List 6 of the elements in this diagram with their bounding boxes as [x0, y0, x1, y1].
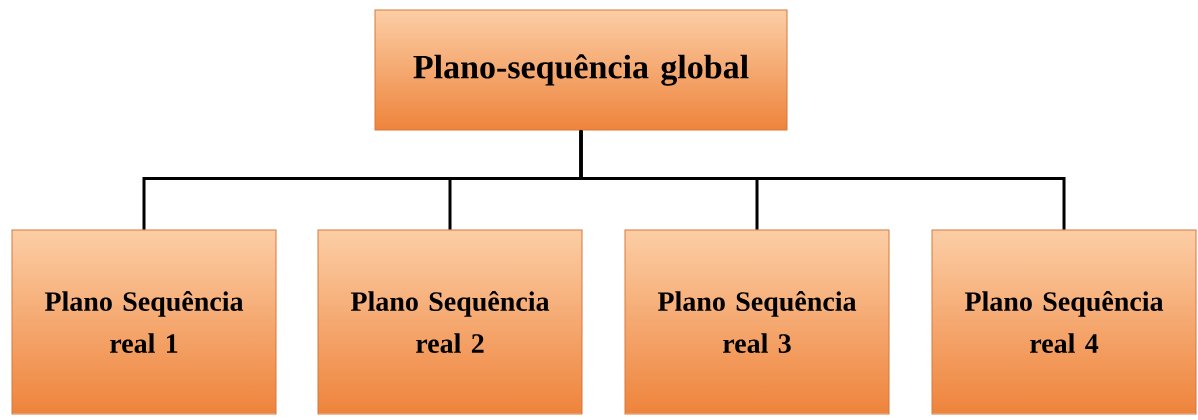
process-box: Plano Sequência real 2 [317, 229, 583, 415]
connector-line [579, 130, 1066, 230]
process-box: Plano Sequência real 3 [624, 229, 890, 415]
process-box: Plano Sequência real 1 [11, 229, 277, 415]
process-box: Plano Sequência real 4 [931, 229, 1197, 415]
process-box: Plano-sequência global [374, 9, 788, 131]
